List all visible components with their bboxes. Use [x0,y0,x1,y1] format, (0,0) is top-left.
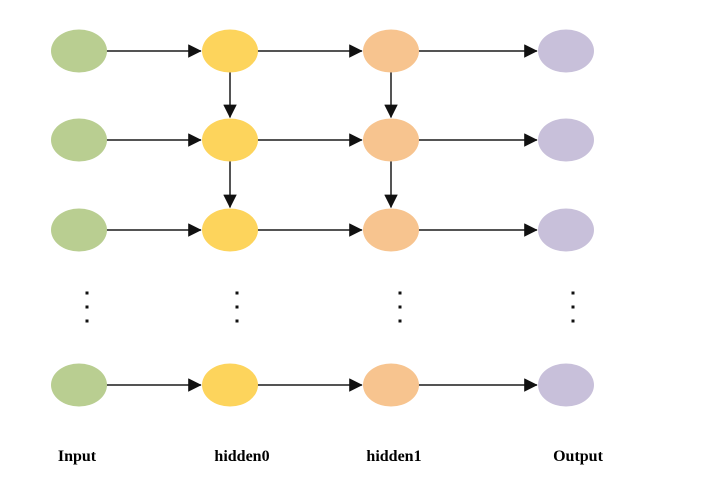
node-output-row2 [538,118,594,162]
node-hidden1-row4 [363,363,419,407]
node-output-row3 [538,208,594,252]
node-hidden0-row2 [202,118,258,162]
node-input-row4 [51,363,107,407]
ellipsis-dot-hidden1-3 [398,319,402,323]
layer-label-output: Output [553,448,603,465]
node-hidden0-row1 [202,29,258,73]
ellipsis-dot-input-2 [85,305,89,309]
node-hidden1-row2 [363,118,419,162]
node-hidden1-row3 [363,208,419,252]
ellipsis-dot-hidden1-2 [398,305,402,309]
node-output-row4 [538,363,594,407]
node-input-row3 [51,208,107,252]
ellipsis-dot-input-3 [85,319,89,323]
node-hidden0-row4 [202,363,258,407]
ellipsis-dot-hidden1-1 [398,291,402,295]
node-output-row1 [538,29,594,73]
node-input-row1 [51,29,107,73]
node-hidden0-row3 [202,208,258,252]
layer-label-input: Input [58,448,97,465]
ellipsis-dot-output-3 [571,319,575,323]
ellipsis-dot-output-2 [571,305,575,309]
ellipsis-dot-hidden0-2 [235,305,239,309]
layer-label-hidden0: hidden0 [214,448,269,465]
ellipsis-dot-input-1 [85,291,89,295]
ellipsis-dot-hidden0-1 [235,291,239,295]
layer-label-hidden1: hidden1 [366,448,421,465]
ellipsis-dot-hidden0-3 [235,319,239,323]
ellipsis-dot-output-1 [571,291,575,295]
node-input-row2 [51,118,107,162]
node-hidden1-row1 [363,29,419,73]
